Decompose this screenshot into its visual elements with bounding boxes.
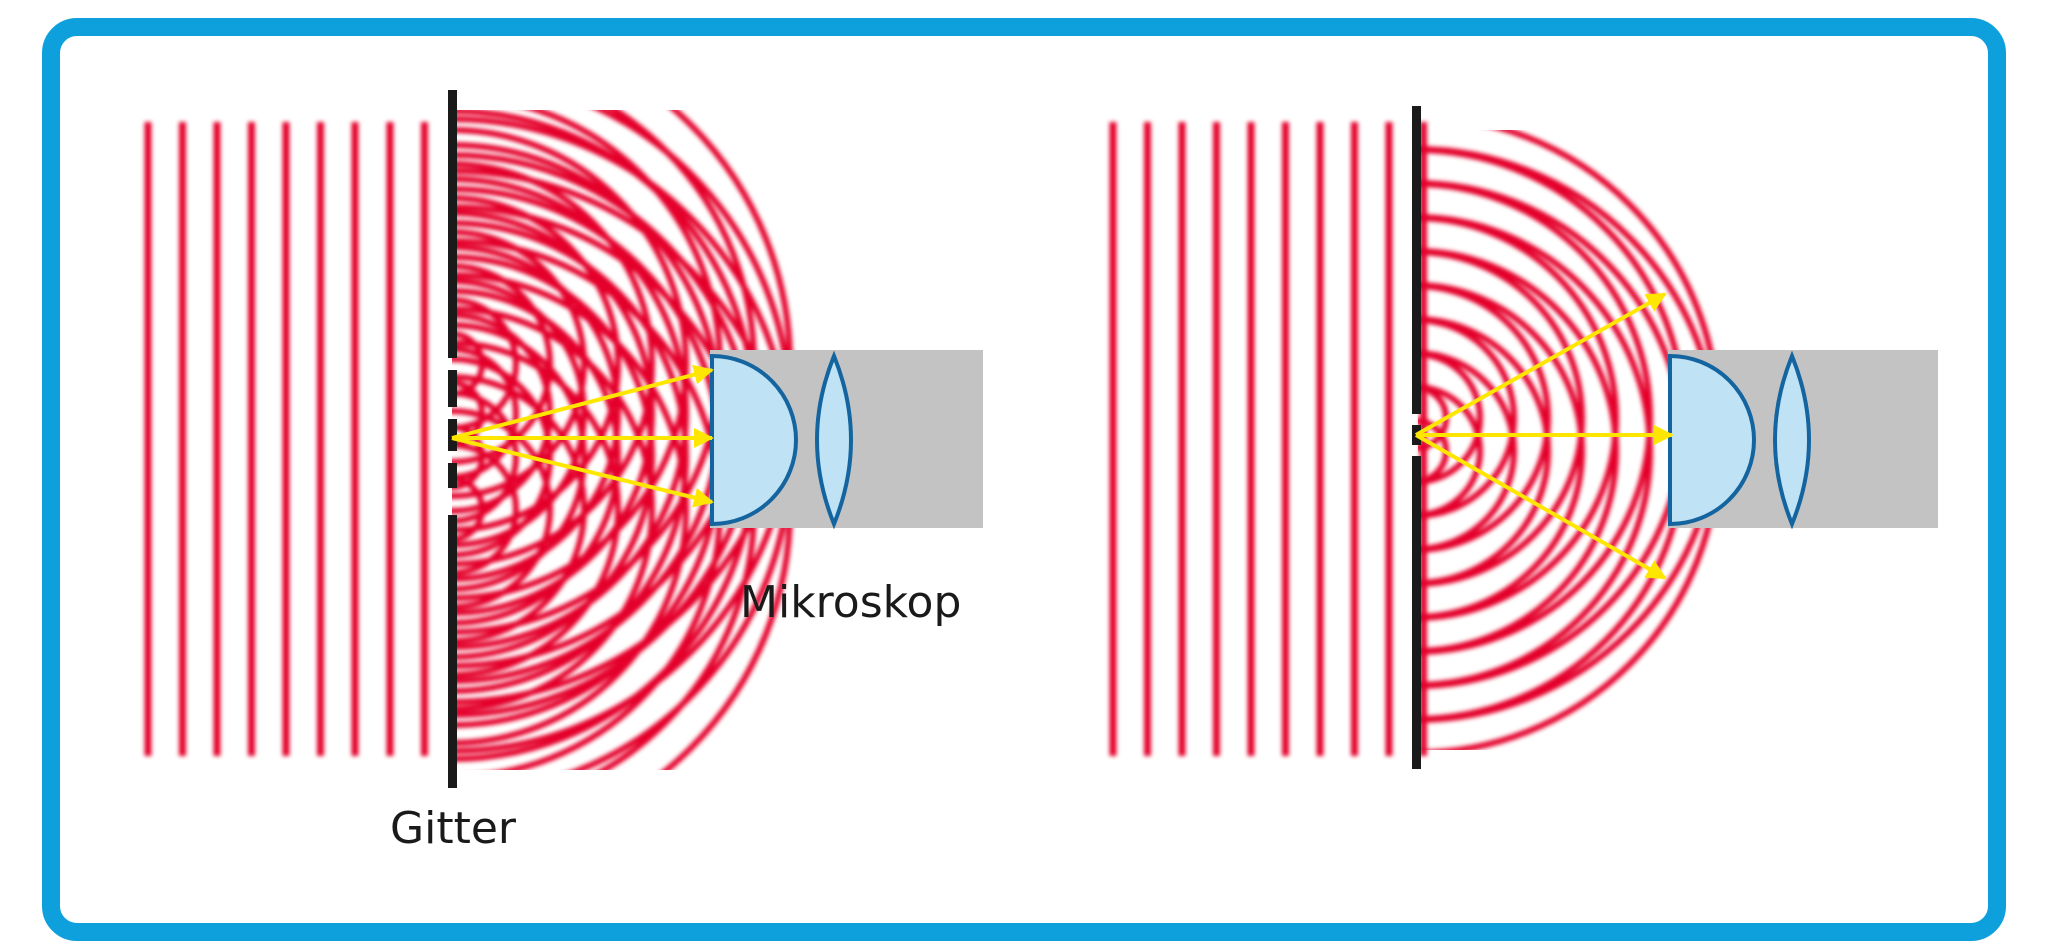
circular-wave-front [1418, 316, 1551, 586]
circular-wave-front [452, 161, 655, 567]
circular-wave-front [452, 195, 621, 533]
circular-wave-front [452, 244, 621, 582]
circular-wave-front [452, 340, 621, 678]
circular-wave-front [452, 297, 519, 431]
left-arrow-down [451, 436, 714, 508]
circular-wave-front [1418, 248, 1619, 654]
right-objective-lens-icon [1668, 353, 1756, 527]
circular-wave-front [1418, 283, 1551, 553]
left-panel: Gitter Mikroskop [144, 90, 983, 854]
right-arrow-down [1415, 433, 1667, 580]
circular-wave-front [452, 127, 689, 601]
left-arrow-up [451, 364, 714, 440]
circular-wave-front [452, 322, 587, 592]
circular-wave-front [452, 306, 655, 712]
circular-wave-front [1418, 350, 1517, 552]
left-objective-lens-icon [710, 353, 798, 527]
circular-wave-front [452, 176, 689, 650]
circular-wave-front [452, 408, 553, 610]
right-arrow-up [1415, 292, 1667, 437]
left-grating-icon [448, 90, 457, 788]
circular-wave-front [452, 263, 553, 465]
circular-wave-front [1418, 214, 1653, 688]
right-plane-waves [1109, 122, 1427, 756]
circular-wave-front [452, 254, 655, 660]
circular-wave-front [452, 390, 519, 524]
circular-wave-front [1418, 317, 1517, 519]
circular-wave-front [1418, 282, 1585, 620]
circular-wave-front [452, 442, 519, 576]
circular-wave-front [1418, 351, 1483, 485]
circular-wave-front [452, 424, 485, 490]
circular-wave-front [452, 346, 519, 480]
circular-wave-front [1418, 384, 1483, 518]
grating-label: Gitter [390, 803, 517, 854]
circular-wave-front [452, 476, 485, 542]
circular-wave-front [452, 210, 655, 616]
circular-wave-front [452, 288, 621, 626]
left-eyepiece-lens-icon [815, 350, 853, 530]
circular-wave-front [452, 356, 553, 558]
microscope-label: Mikroskop [740, 577, 961, 628]
circular-wave-front [452, 229, 587, 499]
right-eyepiece-lens-icon [1773, 350, 1811, 530]
circular-wave-front [452, 374, 587, 644]
left-plane-waves [144, 122, 428, 756]
circular-wave-front [452, 220, 689, 694]
left-diffraction-arrows [451, 364, 714, 508]
circular-wave-front [452, 272, 689, 746]
right-panel [1109, 106, 1938, 769]
right-diffraction-arrows [1415, 292, 1674, 580]
circular-wave-front [1418, 249, 1585, 587]
